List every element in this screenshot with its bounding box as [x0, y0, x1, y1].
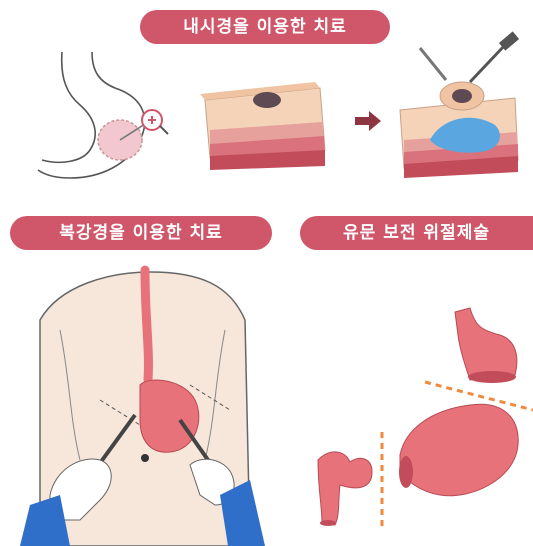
tissue-block-lesion — [200, 82, 325, 170]
stomach-outline-illustration — [38, 52, 168, 178]
duodenum-segment — [318, 452, 372, 526]
tissue-block-injection — [400, 31, 519, 178]
remaining-stomach — [399, 404, 518, 496]
resected-stomach-upper — [455, 308, 517, 383]
arrow-right-icon — [355, 111, 381, 131]
